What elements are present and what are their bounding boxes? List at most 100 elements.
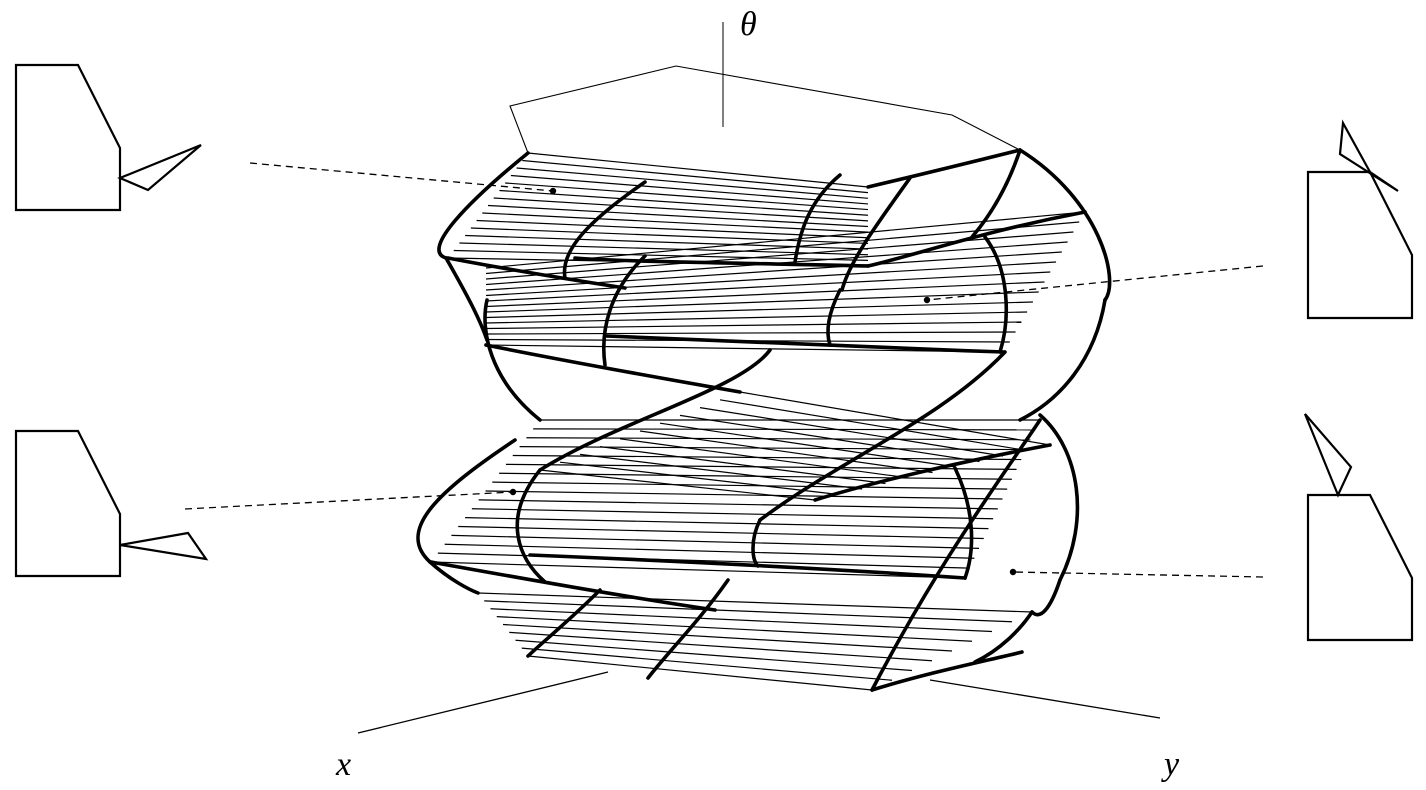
boundary-curve: [953, 466, 974, 580]
boundary-curve: [646, 578, 730, 680]
robot-triangle: [1303, 413, 1353, 498]
boundary-curve: [528, 553, 967, 580]
dot-top-right: [923, 296, 931, 304]
silhouette-curve: [483, 298, 542, 422]
silhouette-curve: [437, 151, 530, 260]
obstacle-polygon: [14, 429, 122, 578]
ruling-line: [470, 227, 869, 245]
ruling-line: [485, 331, 1016, 335]
ruling-line: [515, 639, 913, 672]
silhouette-curve: [416, 438, 517, 564]
leader-lines: [184, 162, 1264, 578]
ruling-line: [527, 655, 873, 691]
ruling-line: [451, 534, 980, 549]
ruling-line: [659, 422, 957, 468]
ruling-line: [478, 499, 998, 510]
ruling-line: [465, 234, 869, 250]
surface-rulings: [430, 152, 1086, 691]
ruling-line: [499, 189, 869, 216]
inset-top-left: [14, 63, 202, 212]
y-axis-label: y: [1164, 746, 1180, 783]
top-cap-edge: [509, 65, 1021, 154]
robot-triangle: [1338, 119, 1399, 192]
ruling-line: [437, 552, 970, 569]
boundary-curve: [793, 173, 842, 264]
boundary-curve: [866, 148, 1022, 189]
boundary-curve: [601, 254, 647, 367]
x-axis-label: x: [336, 746, 352, 783]
ruling-line: [521, 647, 893, 681]
ruling-line: [492, 481, 1008, 490]
ruling-line: [465, 517, 989, 530]
ruling-line: [496, 616, 973, 642]
ruling-line: [485, 490, 1003, 500]
inset-bottom-right: [1303, 413, 1414, 642]
ruling-line: [485, 321, 1022, 330]
ruling-line: [505, 182, 869, 211]
boundary-curve: [970, 148, 1022, 239]
boundary-curve: [840, 176, 912, 292]
robot-triangle: [119, 531, 209, 561]
ruling-line: [639, 430, 933, 474]
ruling-line: [699, 407, 1004, 457]
axes-group: [357, 22, 1161, 734]
contact-points: [509, 187, 1017, 576]
boundary-curve: [605, 334, 1006, 354]
silhouette-curve: [1030, 578, 1062, 617]
boundary-curve: [446, 256, 627, 290]
ruling-line: [458, 525, 984, 540]
dashed-leader-line: [184, 491, 514, 510]
ruling-line: [539, 469, 816, 501]
inset-sketches: [14, 63, 1414, 642]
theta-axis-label: θ: [740, 6, 757, 43]
dashed-leader-line: [1012, 571, 1264, 578]
boundary-curve: [484, 343, 742, 394]
ruling-line: [502, 623, 953, 652]
ruling-line: [485, 221, 1080, 275]
ruling-line: [485, 261, 1057, 297]
ruling-line: [516, 167, 869, 199]
boundary-curve: [983, 235, 1009, 354]
boundary-curve: [826, 288, 842, 347]
silhouette-curve: [1018, 298, 1107, 422]
ruling-line: [679, 414, 980, 463]
boundary-curve: [538, 348, 772, 472]
ruling-line: [459, 242, 869, 256]
ruling-line: [485, 231, 1074, 280]
boundary-curve: [870, 650, 1024, 692]
ruling-line: [509, 631, 933, 662]
dot-bottom-right: [1009, 568, 1017, 576]
boundary-curve: [758, 350, 1007, 522]
ruling-line: [526, 437, 1031, 441]
ruling-line: [739, 391, 1051, 446]
ruling-line: [471, 508, 994, 520]
boundary-curve: [973, 610, 1034, 664]
boundary-curve: [515, 468, 547, 584]
surface-boundary-curves: [429, 148, 1087, 692]
ruling-line: [484, 600, 1013, 623]
robot-triangle: [117, 143, 202, 192]
inset-top-right: [1306, 119, 1414, 320]
silhouette-curve: [428, 560, 480, 595]
boundary-curve: [866, 210, 1087, 268]
surface-silhouettes: [416, 148, 1112, 617]
ruling-line: [453, 249, 869, 261]
boundary-curve: [870, 418, 1042, 692]
ruling-line: [619, 438, 910, 479]
ruling-line: [559, 461, 839, 496]
dashed-leader-line: [249, 162, 554, 192]
boundary-curve: [526, 588, 602, 658]
ruling-line: [444, 543, 975, 559]
obstacle-polygon: [1306, 493, 1414, 642]
ruling-line: [485, 301, 1033, 319]
silhouette-curve: [444, 256, 489, 342]
dashed-leader-line: [926, 265, 1264, 301]
x-axis-line: [357, 671, 609, 734]
y-axis-line: [929, 679, 1161, 719]
ruling-line: [527, 152, 869, 188]
dot-bottom-left: [509, 488, 517, 496]
obstacle-polygon: [14, 63, 122, 212]
ruling-line: [485, 311, 1028, 324]
ruling-line: [510, 174, 869, 205]
